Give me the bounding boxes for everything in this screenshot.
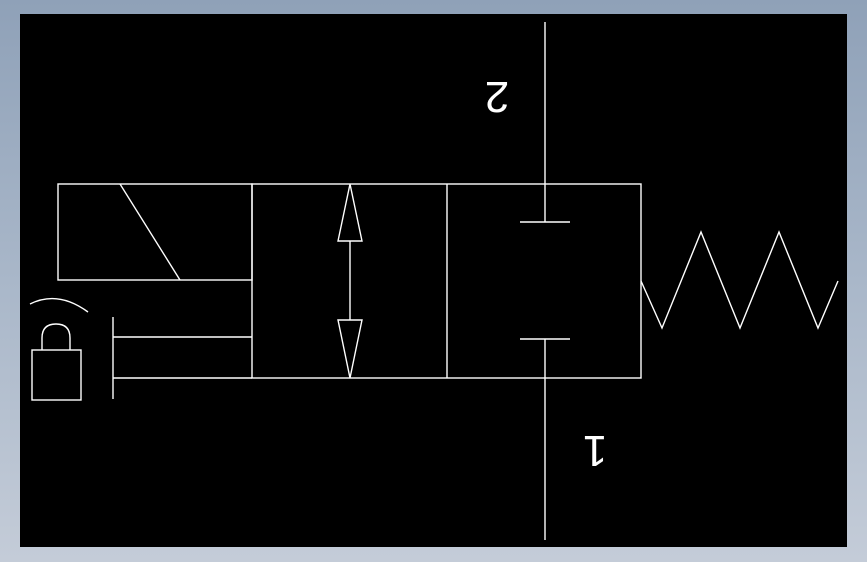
padlock-icon [29, 297, 89, 401]
solenoid-icon [57, 183, 253, 281]
closed-port-symbol [520, 22, 570, 540]
bidirectional-arrow-icon [337, 183, 363, 379]
spring-icon [640, 230, 839, 330]
port-label-1: 1 [583, 426, 607, 475]
port-label-2: 2 [485, 72, 509, 121]
